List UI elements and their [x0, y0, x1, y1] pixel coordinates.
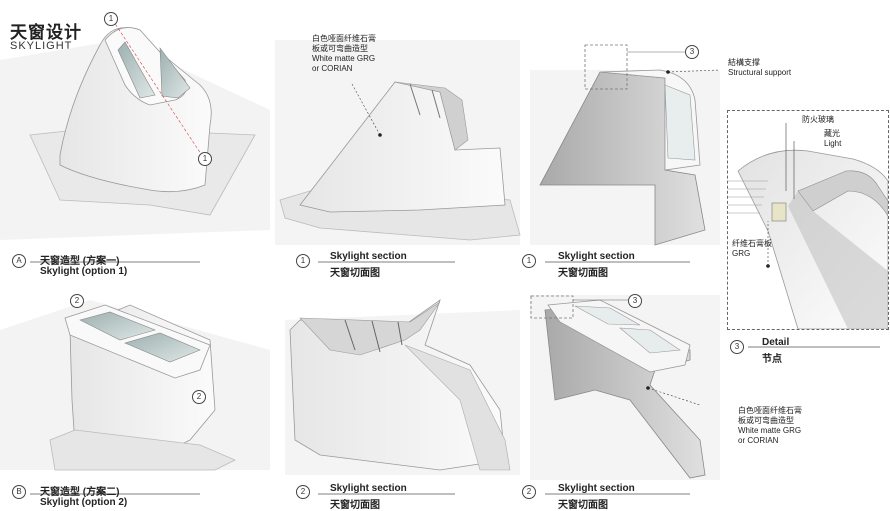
material-note-bottom: 白色哑面纤维石膏 板或可弯曲造型 White matte GRG or CORI… [738, 406, 802, 445]
option2-drawing [0, 300, 270, 471]
caption-marker: B [12, 485, 26, 499]
caption-cn: 天窗切面图 [330, 268, 380, 279]
fire-glass-label: 防火玻璃 [802, 115, 834, 124]
caption-marker: 1 [522, 254, 536, 268]
section2-material-drawing [530, 295, 720, 480]
caption-en: Detail [762, 337, 790, 348]
caption-cn: 天窗切面图 [330, 500, 380, 511]
caption-cn: 天窗造型 (方案一) [40, 256, 120, 267]
caption-marker: 2 [296, 485, 310, 499]
caption-cn: 节点 [762, 354, 782, 365]
caption-marker: 3 [730, 340, 744, 354]
section1-structural-drawing [530, 44, 721, 246]
caption-en: Skylight section [558, 483, 635, 494]
caption-en: Skylight section [558, 251, 635, 262]
section-marker-2: 2 [192, 390, 206, 404]
caption-cn: 天窗造型 (方案二) [40, 487, 120, 498]
page-title: 天窗设计 [10, 23, 82, 42]
caption-en: Skylight section [330, 251, 407, 262]
caption-marker: 2 [522, 485, 536, 499]
material-note-top: 白色哑面纤维石膏 板或可弯曲造型 White matte GRG or CORI… [312, 34, 376, 73]
caption-en: Skylight section [330, 483, 407, 494]
detail-marker-3: 3 [628, 294, 642, 308]
section1-material-drawing [275, 40, 521, 245]
detail-panel: 防火玻璃 藏光 Light 纤维石膏板 GRG [727, 110, 889, 330]
section2-drawing [285, 298, 520, 475]
light-label-en: Light [824, 139, 842, 148]
detail-marker-3: 3 [685, 45, 699, 59]
detail-drawing [728, 123, 888, 329]
structural-support-note: 結構支撑 Structural support [728, 58, 792, 77]
caption-en: Skylight (option 2) [40, 497, 128, 508]
page-subtitle: SKYLIGHT [10, 40, 73, 52]
light-label-cn: 藏光 [824, 129, 840, 138]
caption-marker: 1 [296, 254, 310, 268]
caption-cn: 天窗切面图 [558, 268, 608, 279]
section-marker-2: 2 [70, 294, 84, 308]
option1-drawing [0, 15, 270, 240]
caption-cn: 天窗切面图 [558, 500, 608, 511]
caption-marker: A [12, 254, 26, 268]
section-marker-1: 1 [104, 12, 118, 26]
section-marker-1: 1 [198, 152, 212, 166]
grg-label: 纤维石膏板 GRG [732, 239, 772, 258]
caption-en: Skylight (option 1) [40, 266, 128, 277]
